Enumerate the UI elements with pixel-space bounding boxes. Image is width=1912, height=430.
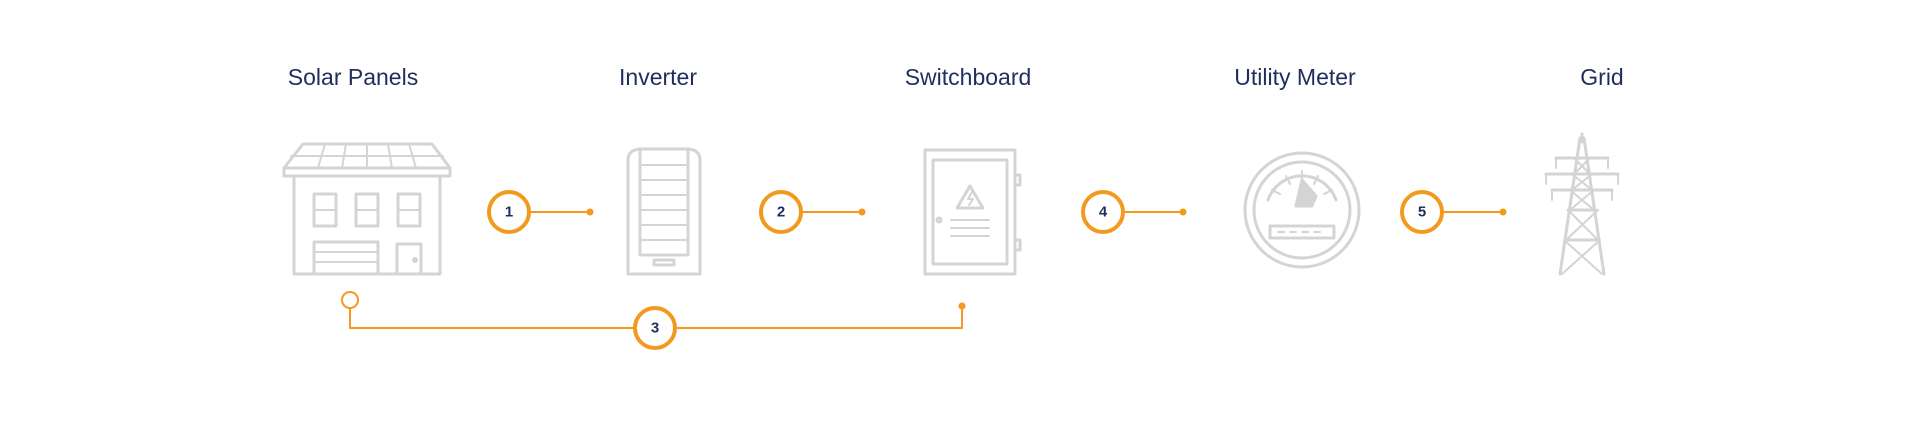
inverter-icon	[626, 147, 702, 276]
step-4-number: 4	[1099, 204, 1108, 221]
step-5-badge: 5	[1400, 190, 1444, 234]
connector-3-start-node	[341, 291, 359, 309]
step-3-badge: 3	[633, 306, 677, 350]
connector-1-end-dot	[586, 208, 594, 216]
label-grid: Grid	[1580, 64, 1624, 90]
connector-3-end-dot	[958, 302, 966, 310]
step-1-number: 1	[505, 204, 513, 221]
step-3-number: 3	[651, 320, 659, 337]
step-2-number: 2	[777, 204, 785, 221]
connector-4-end-dot	[1179, 208, 1187, 216]
connector-5-end-dot	[1499, 208, 1507, 216]
switchboard-icon	[923, 148, 1022, 276]
solar-house-icon	[282, 142, 452, 276]
step-2-badge: 2	[759, 190, 803, 234]
connector-2-end-dot	[858, 208, 866, 216]
step-5-number: 5	[1418, 204, 1426, 221]
utility-meter-icon	[1243, 151, 1361, 269]
label-switchboard: Switchboard	[904, 64, 1032, 90]
step-4-badge: 4	[1081, 190, 1125, 234]
grid-tower-icon	[1544, 132, 1620, 276]
label-utility-meter: Utility Meter	[1234, 64, 1356, 90]
label-inverter: Inverter	[619, 64, 697, 90]
label-solar-panels: Solar Panels	[287, 64, 419, 90]
step-1-badge: 1	[487, 190, 531, 234]
